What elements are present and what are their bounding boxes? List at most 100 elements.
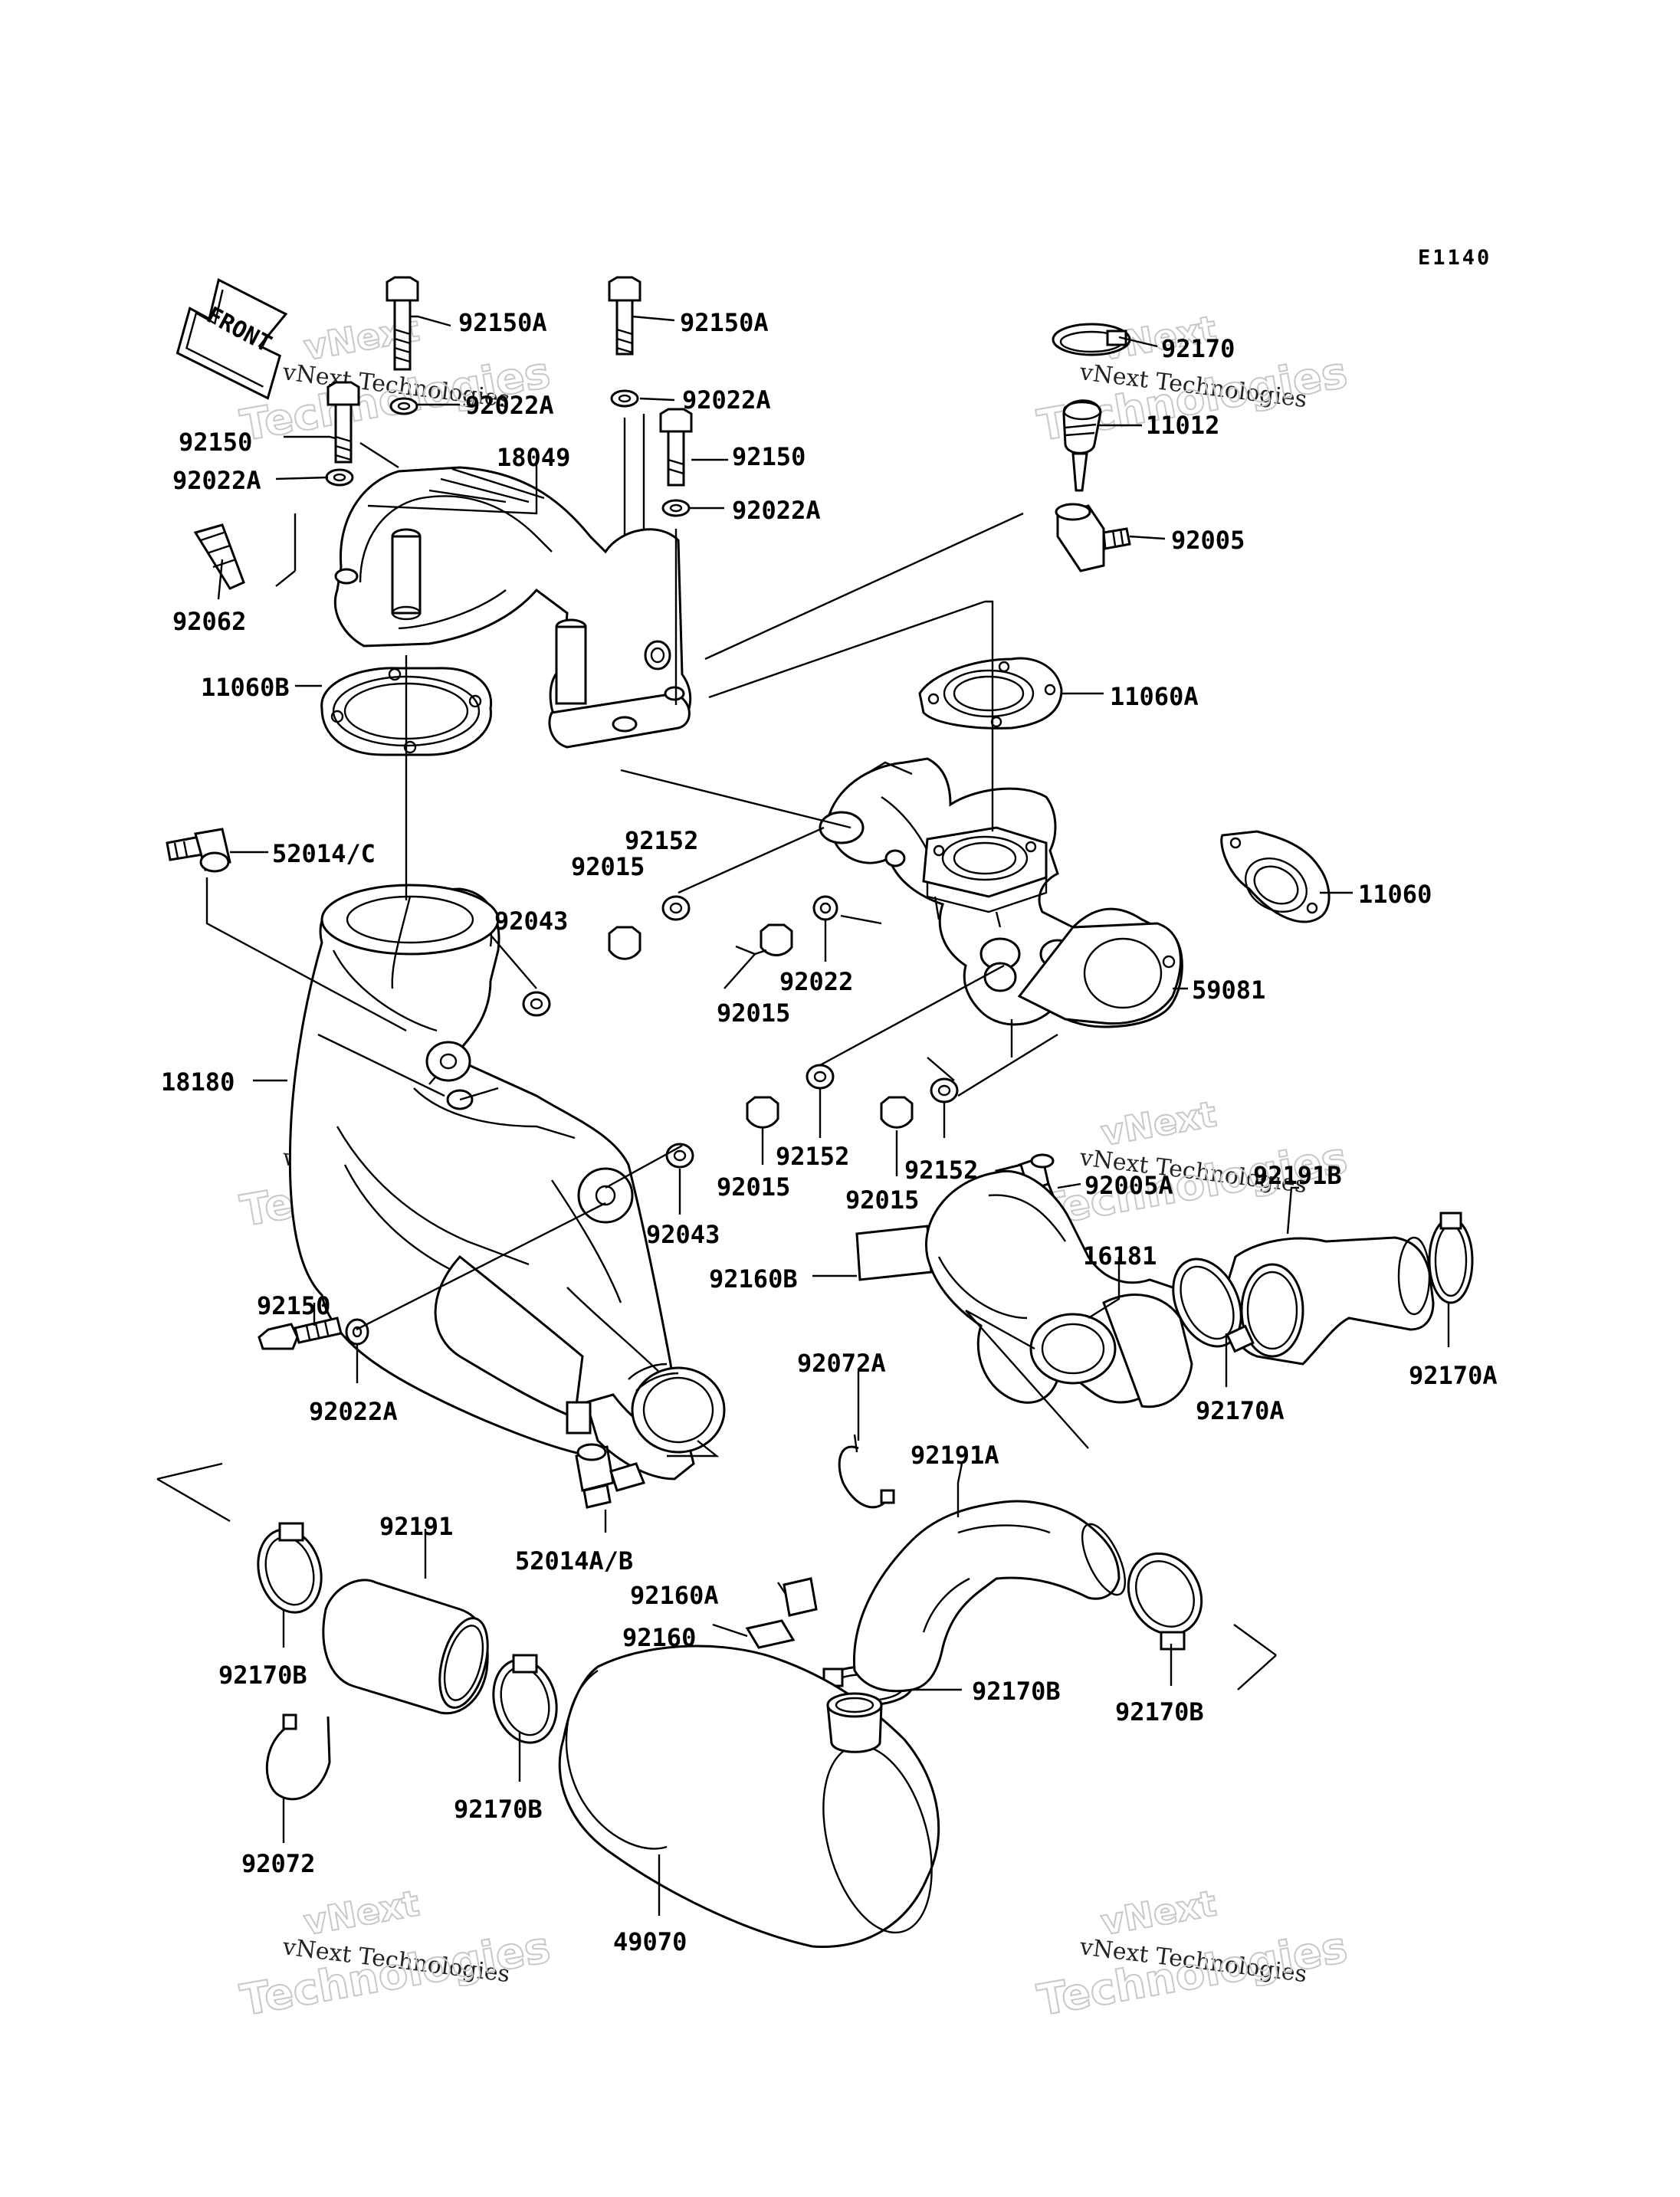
washer-92022-icon [812, 895, 838, 921]
nut-92015-left-icon [608, 926, 641, 960]
label-49070: 49070 [613, 1927, 687, 1956]
label-92160B: 92160B [709, 1264, 798, 1294]
spacer-92152-top-icon [661, 895, 691, 921]
clamp-92170-icon [1052, 323, 1131, 356]
hose-92191-icon [322, 1579, 489, 1715]
label-92150-center: 92150 [732, 442, 806, 471]
fitting-92005-icon [1055, 503, 1131, 572]
label-92005A: 92005A [1084, 1171, 1173, 1200]
label-92022A-lower: 92022A [309, 1397, 398, 1426]
label-16181: 16181 [1083, 1241, 1157, 1271]
exhaust-manifold-18049-icon [333, 466, 692, 749]
nut-92015-lower-left-icon [746, 1096, 779, 1129]
label-92170B-muffler: 92170B [972, 1677, 1061, 1706]
washer-92022A-center-icon [610, 389, 639, 408]
label-92170A-right: 92170A [1409, 1361, 1498, 1390]
label-11060B: 11060B [201, 673, 290, 702]
label-92191B: 92191B [1253, 1161, 1342, 1190]
plug-11012-icon [1062, 399, 1102, 492]
label-92015-top: 92015 [571, 852, 645, 881]
nut-92015-center-icon [760, 923, 793, 956]
label-92150-lower: 92150 [257, 1291, 330, 1320]
hose-92191A-icon [852, 1500, 1127, 1693]
gasket-11060-icon [1220, 830, 1331, 923]
clamp-92170B-right-icon [1127, 1552, 1203, 1651]
label-11060: 11060 [1358, 880, 1432, 909]
watermark-bottom-left: vNext vNext Technologies Technologies [236, 1881, 554, 2026]
fitting-52014AB-icon [575, 1443, 646, 1509]
washer-92022A-right-icon [661, 499, 691, 517]
label-11060A: 11060A [1110, 682, 1199, 711]
label-92072: 92072 [241, 1849, 315, 1878]
clamp-92072-icon [265, 1713, 331, 1801]
label-92022: 92022 [779, 967, 853, 996]
part-labels: 92150A 92150A 92170 92022A 92150 92022A … [161, 308, 1498, 1956]
decal-92160A-icon [783, 1577, 818, 1617]
label-92022A-center: 92022A [682, 385, 771, 415]
label-92152-top: 92152 [625, 826, 698, 855]
spacer-92152-center-icon [806, 1064, 835, 1090]
label-92152-right: 92152 [904, 1156, 978, 1185]
washer-92022A-lower-icon [345, 1318, 369, 1346]
label-92170A-center: 92170A [1196, 1396, 1285, 1425]
label-92191A: 92191A [911, 1441, 999, 1470]
label-52014AB: 52014A/B [515, 1546, 633, 1576]
label-92170B-right: 92170B [1115, 1697, 1204, 1726]
diagram-code: E1140 [1418, 246, 1491, 270]
bolt-92150A-left-icon [386, 276, 419, 371]
label-92160: 92160 [622, 1623, 696, 1652]
label-59081: 59081 [1192, 976, 1265, 1005]
exhaust-pipe-59081-icon [819, 757, 1183, 1028]
label-11012: 11012 [1146, 411, 1219, 440]
label-92160A: 92160A [630, 1581, 719, 1610]
label-92191: 92191 [379, 1512, 453, 1541]
label-92170B-center: 92170B [454, 1795, 543, 1824]
watermark-bottom-right: vNext vNext Technologies Technologies [1033, 1881, 1351, 2026]
label-92022A-left: 92022A [172, 466, 261, 495]
fitting-52014C-icon [166, 828, 231, 873]
label-92015-center: 92015 [717, 998, 790, 1028]
label-92022A-right: 92022A [732, 496, 821, 525]
decal-92160-icon [745, 1619, 796, 1649]
label-92015-lower-center: 92015 [845, 1185, 919, 1215]
spacer-92043-top-icon [522, 991, 551, 1017]
label-18180: 18180 [161, 1067, 235, 1097]
label-92062: 92062 [172, 607, 246, 636]
hose-92191B-icon [1224, 1236, 1435, 1366]
label-92150A-center: 92150A [680, 308, 769, 337]
label-92170: 92170 [1161, 334, 1235, 363]
front-arrow-icon: FRONT [176, 278, 288, 400]
svg-text:vNext: vNext [301, 1882, 422, 1943]
label-92043-lower: 92043 [646, 1220, 720, 1249]
svg-text:vNext: vNext [1098, 1882, 1219, 1943]
label-92005: 92005 [1171, 526, 1245, 555]
bolt-92150-left-icon [326, 381, 360, 464]
nut-92015-lower-center-icon [880, 1096, 914, 1129]
label-92170B-upper-left: 92170B [218, 1661, 307, 1690]
expansion-chamber-18180-icon [288, 884, 726, 1481]
label-92015-lower-left: 92015 [717, 1172, 790, 1202]
spacer-92152-right-icon [930, 1077, 959, 1103]
gasket-11060A-icon [918, 657, 1063, 730]
label-92043-top: 92043 [494, 907, 568, 936]
muffler-49070-icon [558, 1644, 940, 1948]
clamp-92170B-upper-left-icon [257, 1522, 323, 1614]
clamp-92170A-center-icon [1172, 1258, 1255, 1353]
label-92152-center: 92152 [776, 1142, 849, 1171]
clamp-92170A-right-icon [1428, 1212, 1474, 1304]
bolt-92150-lower-icon [258, 1317, 343, 1350]
label-18049: 18049 [497, 443, 570, 472]
assembly-lines [156, 414, 1277, 1690]
stud-92062-icon [193, 523, 245, 590]
decal-92160B-icon [855, 1225, 933, 1281]
washer-92022A-left-top-icon [389, 397, 418, 415]
leader-lines [217, 315, 1450, 1916]
label-92150-left: 92150 [179, 428, 252, 457]
clamp-92072A-icon [838, 1434, 895, 1509]
water-box-16181-icon [925, 1170, 1193, 1408]
bolt-92150A-center-icon [608, 276, 641, 356]
bolt-92150-center-icon [659, 408, 693, 487]
label-92072A: 92072A [797, 1349, 886, 1378]
label-92022A-left-top: 92022A [465, 391, 554, 420]
